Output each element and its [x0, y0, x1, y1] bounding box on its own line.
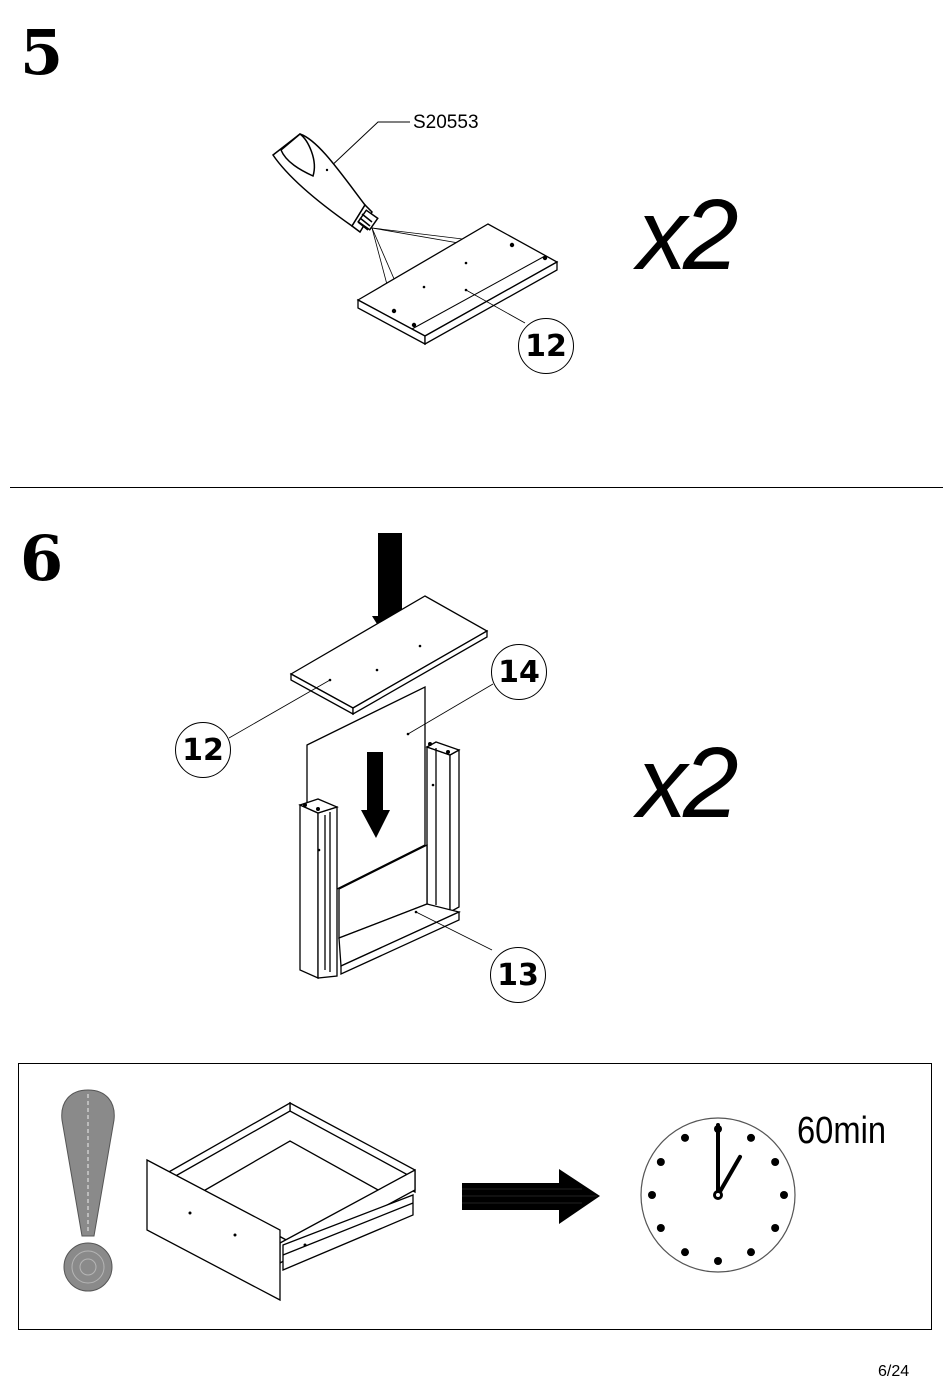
drying-duration-label: 60min	[797, 1110, 886, 1153]
step-6-illustration	[0, 0, 950, 560]
clock-hour-marker	[747, 1248, 755, 1256]
step-6-multiplier: x2	[637, 733, 735, 833]
clock-hour-marker	[780, 1191, 788, 1199]
clock-hour-marker	[648, 1191, 656, 1199]
clock-hour-marker	[771, 1158, 779, 1166]
clock-hour-marker	[681, 1134, 689, 1142]
step-6-assembly	[0, 500, 950, 1020]
clock-hour-marker	[657, 1158, 665, 1166]
clock-hour-marker	[771, 1224, 779, 1232]
clock-hour-marker	[657, 1224, 665, 1232]
drawer-icon	[140, 1095, 430, 1310]
page-number: 6/24	[878, 1363, 909, 1381]
clock-hour-marker	[747, 1134, 755, 1142]
right-arrow-icon	[462, 1167, 602, 1227]
callout-part-14: 14	[491, 644, 547, 700]
callout-part-12: 12	[175, 722, 231, 778]
clock-icon	[640, 1117, 800, 1277]
clock-hour-marker	[714, 1257, 722, 1265]
callout-part-13: 13	[490, 947, 546, 1003]
clock-hour-marker	[681, 1248, 689, 1256]
warning-exclamation-icon	[58, 1088, 118, 1288]
